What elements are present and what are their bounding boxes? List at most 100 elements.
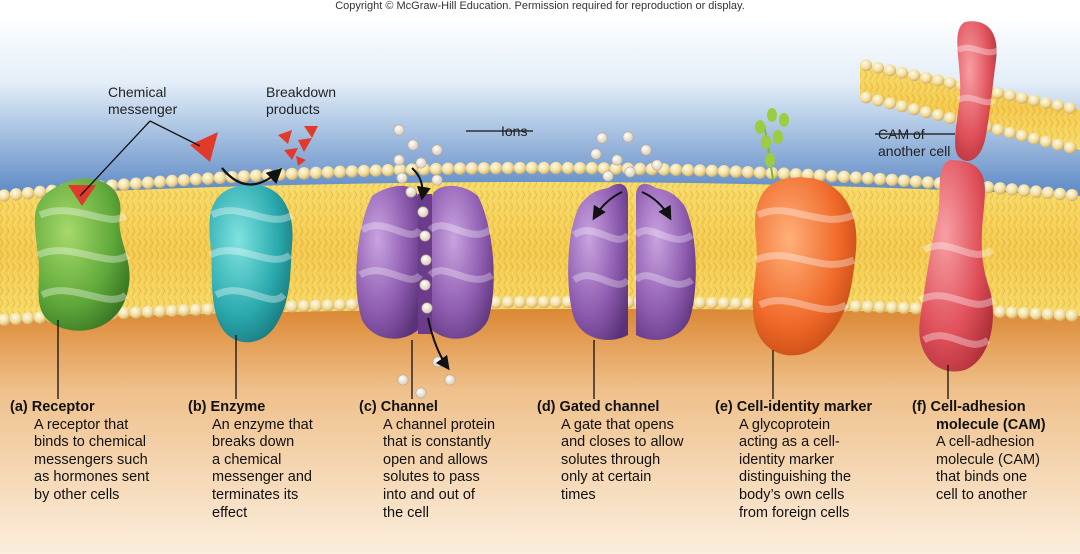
phospholipid-head bbox=[1040, 96, 1052, 109]
phospholipid-head bbox=[1065, 188, 1079, 202]
ion bbox=[415, 157, 427, 169]
phospholipid-head bbox=[992, 86, 1004, 99]
gated-channel-protein bbox=[568, 183, 696, 340]
phospholipid-head bbox=[932, 109, 944, 122]
breakdown-products-fragments bbox=[278, 126, 318, 166]
lipid-bilayer bbox=[0, 161, 1080, 326]
phospholipid-head bbox=[1017, 184, 1031, 197]
phospholipid-head bbox=[920, 71, 932, 84]
phospholipid-head bbox=[321, 166, 335, 179]
ion bbox=[444, 374, 456, 386]
ion bbox=[622, 131, 634, 143]
phospholipid-head bbox=[297, 299, 311, 313]
phospholipid-head bbox=[1004, 89, 1016, 102]
phospholipid-head bbox=[465, 162, 479, 175]
gate-open-arrow-right bbox=[641, 191, 672, 221]
phospholipid-head bbox=[1028, 132, 1040, 145]
phospholipid-head bbox=[1005, 183, 1019, 196]
ion bbox=[602, 170, 614, 182]
phospholipid-head bbox=[920, 106, 932, 119]
phospholipid-head bbox=[501, 295, 515, 309]
ions-label: Ions bbox=[501, 123, 528, 139]
phospholipid-head bbox=[177, 304, 191, 317]
phospholipid-head bbox=[1053, 308, 1067, 322]
ion bbox=[651, 159, 663, 171]
ions bbox=[393, 124, 663, 399]
phospholipid-head bbox=[201, 172, 215, 185]
phospholipid-head bbox=[1053, 187, 1067, 201]
ion bbox=[396, 172, 408, 184]
phospholipid-head bbox=[345, 165, 359, 178]
ion bbox=[419, 279, 431, 291]
phospholipid-head bbox=[165, 304, 179, 317]
phospholipid-head bbox=[381, 164, 395, 177]
phospholipid-head bbox=[921, 176, 935, 189]
phospholipid-head bbox=[897, 174, 911, 187]
phospholipid-head bbox=[213, 171, 227, 185]
phospholipid-head bbox=[705, 296, 719, 310]
phospholipid-head bbox=[909, 302, 923, 315]
phospholipid-head bbox=[1016, 129, 1028, 142]
phospholipid-head bbox=[885, 173, 899, 187]
gate-open-arrow-left bbox=[592, 191, 623, 221]
ion bbox=[590, 148, 602, 160]
ion bbox=[611, 154, 623, 166]
ion-exit-arrow bbox=[427, 317, 450, 371]
receptor-bound-messenger bbox=[68, 185, 96, 206]
phospholipid-head bbox=[237, 170, 251, 183]
phospholipid-head bbox=[633, 162, 647, 176]
phospholipid-head bbox=[201, 303, 215, 316]
phospholipid-head bbox=[489, 296, 503, 309]
phospholipid-head bbox=[873, 300, 887, 314]
phospholipid-head bbox=[872, 94, 884, 107]
phospholipid-head bbox=[177, 173, 191, 187]
phospholipid-head bbox=[753, 166, 767, 179]
phospholipid-head bbox=[729, 165, 743, 178]
phospholipid-head bbox=[453, 162, 467, 175]
ion bbox=[415, 387, 427, 399]
phospholipid-head bbox=[321, 299, 335, 312]
phospholipid-head bbox=[21, 312, 35, 325]
cell-adhesion-molecule bbox=[918, 160, 996, 372]
ion bbox=[419, 230, 431, 242]
phospholipid-head bbox=[189, 173, 203, 186]
phospholipid-head bbox=[741, 165, 755, 179]
glycoprotein-carbohydrate-chain bbox=[755, 108, 789, 181]
phospholipid-head bbox=[549, 161, 563, 175]
phospholipid-head bbox=[1029, 185, 1043, 198]
phospholipid-head bbox=[489, 161, 503, 175]
phospholipid-head bbox=[1041, 308, 1055, 321]
phospholipid-head bbox=[944, 112, 956, 125]
phospholipid-head bbox=[1004, 126, 1016, 139]
phospholipid-head bbox=[932, 74, 944, 87]
chemical-messenger-triangle bbox=[190, 132, 218, 162]
phospholipid-head bbox=[860, 59, 872, 72]
phospholipid-head bbox=[717, 296, 731, 310]
phospholipid-head bbox=[1040, 135, 1052, 148]
phospholipid-head bbox=[741, 297, 755, 310]
phospholipid-head bbox=[896, 66, 908, 79]
phospholipid-head bbox=[1017, 306, 1031, 320]
phospholipid-head bbox=[249, 169, 263, 182]
phospholipid-head bbox=[153, 305, 167, 318]
phospholipid-head bbox=[885, 301, 899, 314]
phospholipid-head bbox=[849, 171, 863, 184]
phospholipid-head bbox=[333, 165, 347, 179]
phospholipid-head bbox=[117, 306, 131, 320]
phospholipid-head bbox=[729, 297, 743, 310]
phospholipid-head bbox=[908, 103, 920, 116]
phospholipid-head bbox=[585, 162, 599, 175]
caption-cell-adhesion-molecule: (f) Cell-adhesion molecule (CAM) A cell-… bbox=[912, 399, 1046, 503]
cam-of-another-cell bbox=[955, 21, 1000, 161]
phospholipid-head bbox=[117, 178, 131, 191]
ion bbox=[393, 154, 405, 166]
phospholipid-head bbox=[129, 306, 143, 319]
phospholipid-head bbox=[669, 163, 683, 176]
phospholipid-head bbox=[884, 97, 896, 110]
phospholipid-head bbox=[9, 312, 23, 326]
phospholipid-head bbox=[705, 164, 719, 178]
phospholipid-head bbox=[33, 311, 47, 324]
